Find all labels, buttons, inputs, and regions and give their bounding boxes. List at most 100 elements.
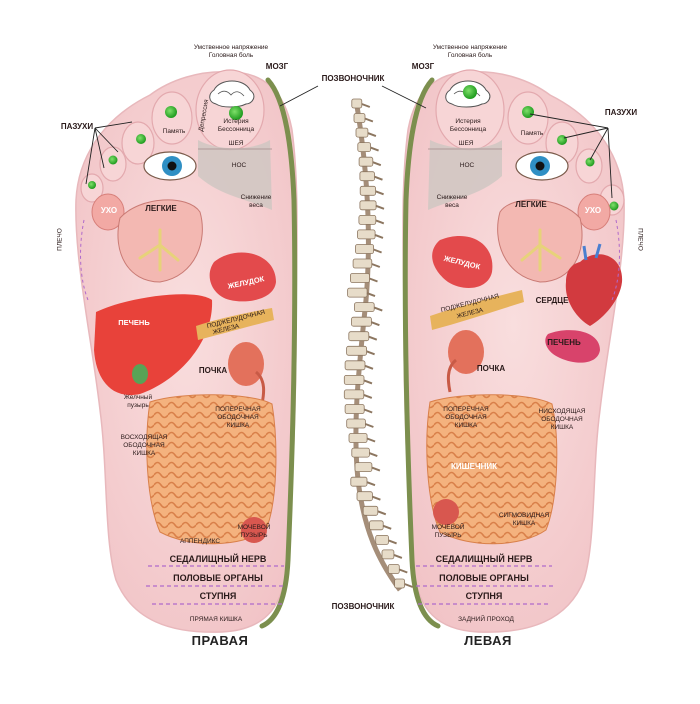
right-ear-shape: [91, 193, 125, 231]
right-liver-shape: [94, 294, 213, 396]
left-sigmoid-label: СИГМОВИДНАЯ: [498, 512, 550, 519]
vertebra-process: [375, 190, 384, 196]
vertebra: [362, 505, 379, 516]
left-foot-title: ЛЕВАЯ: [464, 633, 512, 648]
left-memory-label: Память: [520, 130, 544, 137]
right-dot-toe2: [165, 106, 177, 118]
left-bladder-label-2: ПУЗЫРЬ: [434, 532, 462, 539]
left-genitals-label: ПОЛОВЫЕ ОРГАНЫ: [439, 573, 529, 583]
right-kidney-label: ПОЧКА: [198, 366, 228, 375]
right-dot-toe4: [108, 155, 118, 165]
vertebra: [369, 520, 384, 531]
right-stomach-shape: [209, 252, 276, 302]
vertebra-process: [364, 117, 374, 123]
vertebra: [348, 331, 370, 342]
left-brain-label: МОЗГ: [411, 62, 435, 71]
left-bladder-label: МОЧЕВОЙ: [431, 524, 465, 531]
left-lungs-label: ЛЕГКИЕ: [515, 200, 547, 209]
left-hysteria-label: Истерия: [455, 118, 481, 125]
vertebra: [349, 273, 370, 283]
right-bladder-label: МОЧЕВОЙ: [237, 524, 271, 531]
left-shoulder-label: ПЛЕЧО: [636, 228, 644, 251]
right-foot-edge: [259, 77, 298, 629]
right-mental-strain-label: Умственное напряжение: [193, 44, 269, 51]
left-weight-loss-label: Снижение: [436, 194, 468, 201]
vertebra: [344, 404, 365, 414]
right-bladder-label-2: ПУЗЫРЬ: [240, 532, 268, 539]
right-transverse-colon-label-2: ОБОДОЧНАЯ: [217, 414, 259, 421]
right-bladder-shape: [241, 517, 267, 543]
vertebra: [346, 418, 366, 429]
right-genitals-label: ПОЛОВЫЕ ОРГАНЫ: [173, 573, 263, 583]
vertebra-process: [382, 524, 392, 530]
left-insomnia-label: Бессонница: [449, 126, 487, 133]
vertebra: [355, 244, 375, 254]
vertebra: [357, 142, 371, 153]
right-memory-label: Память: [162, 128, 186, 135]
vertebra-process: [377, 510, 387, 516]
vertebra-process: [370, 146, 379, 152]
left-transverse-colon-label: ПОПЕРЕЧНАЯ: [443, 406, 489, 413]
left-foot: [402, 69, 625, 633]
right-hysteria-label: Истерия: [223, 118, 249, 125]
left-kidney-shape: [448, 330, 484, 374]
vertebra: [359, 200, 377, 211]
left-spleen-shape: [545, 330, 600, 363]
vertebra-process: [372, 161, 382, 167]
vertebra: [354, 462, 373, 473]
right-transverse-colon-label-3: КИШКА: [226, 422, 250, 429]
vertebra: [350, 476, 368, 487]
left-sigmoid-label-2: КИШКА: [512, 520, 536, 527]
right-toe-2: [151, 91, 193, 145]
left-ear-shape: [577, 193, 611, 231]
vertebra-process: [367, 132, 377, 138]
right-dot-toe5: [88, 181, 96, 189]
left-intestine-label: КИШЕЧНИК: [450, 462, 498, 471]
vertebra-process: [373, 248, 382, 254]
vertebra: [355, 127, 369, 138]
vertebra-process: [365, 423, 374, 428]
left-stomach-shape: [432, 235, 493, 288]
right-nose-label: НОС: [231, 162, 247, 169]
left-heart-shape: [565, 254, 623, 326]
right-transverse-colon-label: ПОПЕРЕЧНАЯ: [215, 406, 261, 413]
vertebra: [387, 564, 400, 574]
right-brain-label: МОЗГ: [265, 62, 289, 71]
right-ascending-colon-label-2: ОБОДОЧНАЯ: [123, 442, 165, 449]
vertebra: [348, 433, 368, 443]
vertebra: [343, 374, 365, 385]
right-neck-nose-area: [198, 140, 272, 210]
vertebra: [347, 287, 368, 298]
vertebra-process: [368, 335, 378, 341]
left-intestine-shape: [426, 394, 558, 545]
vertebra: [375, 535, 389, 545]
left-headache-label: Головная боль: [447, 52, 493, 59]
left-sciatic-label: СЕДАЛИЩНЫЙ НЕРВ: [435, 554, 533, 564]
vertebra-process: [363, 408, 373, 414]
vertebra: [359, 171, 375, 182]
vertebra-process: [368, 452, 378, 458]
vertebra-process: [373, 306, 383, 312]
vertebra: [381, 549, 395, 560]
spine-bottom-label: ПОЗВОНОЧНИК: [331, 602, 395, 611]
left-neck-nose-area: [428, 140, 502, 210]
left-transverse-colon-label-2: ОБОДОЧНАЯ: [445, 414, 487, 421]
vertebra: [351, 447, 370, 458]
right-liver-label: ПЕЧЕНЬ: [118, 318, 150, 327]
spine-pointer-left: [279, 85, 319, 107]
vertebra: [344, 360, 366, 371]
vertebra-process: [366, 292, 376, 298]
right-weight-loss-label-2: веса: [249, 202, 263, 209]
right-foot-title: ПРАВАЯ: [191, 633, 249, 648]
vertebra-process: [393, 553, 403, 559]
left-dot-toe2: [522, 106, 534, 118]
vertebra-process: [363, 379, 373, 385]
left-kidney-label: ПОЧКА: [476, 364, 506, 373]
right-sinuses-label: ПАЗУХИ: [60, 122, 94, 131]
vertebra-process: [372, 495, 381, 501]
vertebra-process: [366, 437, 376, 443]
vertebra-process: [374, 233, 384, 239]
left-spleen-label: ПЕЧЕНЬ: [547, 338, 581, 347]
vertebra-process: [371, 263, 381, 268]
